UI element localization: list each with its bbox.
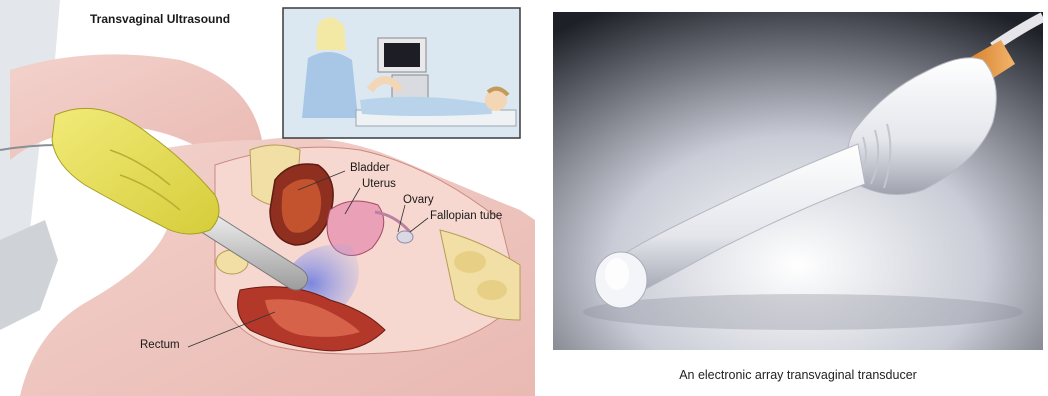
label-rectum: Rectum (140, 339, 180, 351)
label-uterus: Uterus (362, 178, 396, 190)
anatomy-illustration (0, 0, 535, 396)
photo-caption: An electronic array transvaginal transdu… (553, 368, 1043, 382)
transvaginal-ultrasound-illustration: Transvaginal Ultrasound Bladder Uterus O… (0, 0, 535, 396)
illustration-title: Transvaginal Ultrasound (90, 12, 230, 26)
label-ovary: Ovary (403, 194, 434, 206)
transducer-photo (553, 12, 1043, 350)
label-bladder: Bladder (350, 162, 390, 174)
label-fallopian-tube: Fallopian tube (430, 210, 502, 222)
transducer-image (553, 12, 1043, 350)
